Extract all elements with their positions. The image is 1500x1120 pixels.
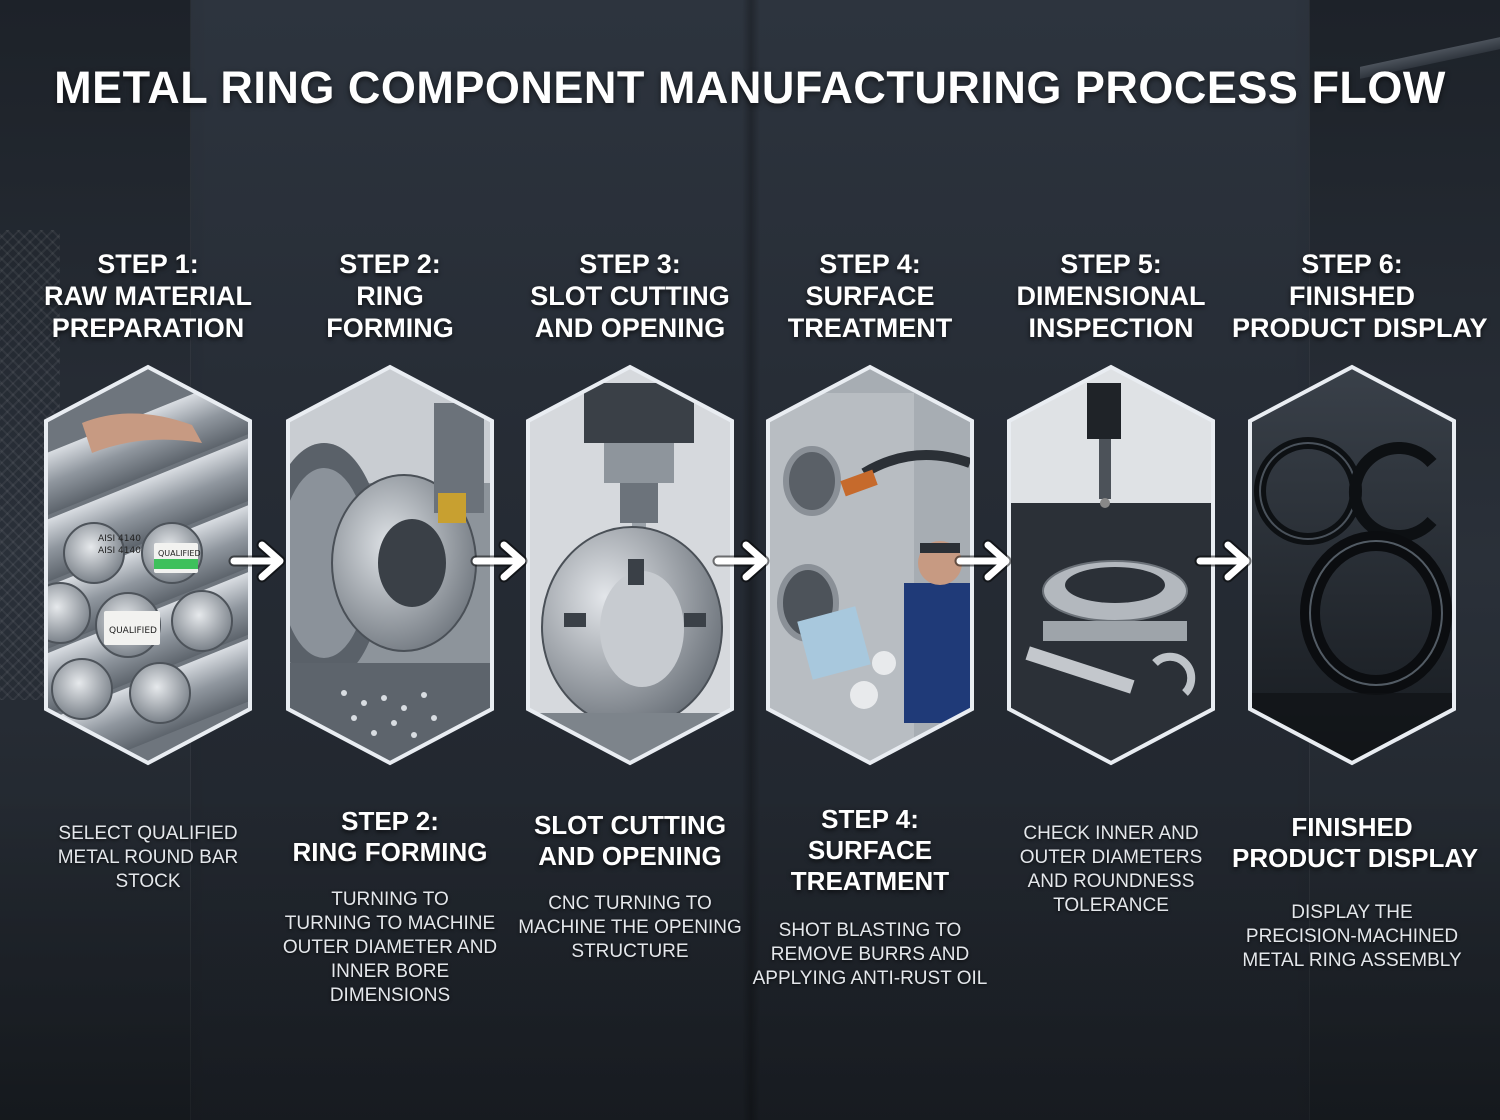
step-2-description: TURNING TO TURNING TO MACHINE OUTER DIAM… [282,889,498,1006]
arrow-right-icon [228,539,286,583]
step-6-title: STEP 6: FINISHED PRODUCT DISPLAY [1232,249,1488,343]
step-4-description: SHOT BLASTING TO REMOVE BURRS AND APPLYI… [752,920,988,989]
step-5-description: CHECK INNER AND OUTER DIAMETERS AND ROUN… [1019,823,1203,916]
step-1-hexagon-image: AISI 4140 AISI 4140 QUALIFIED QUALIFIED [42,363,254,767]
step-4-title: STEP 4: SURFACE TREATMENT [787,249,953,343]
background-floor [0,790,1500,1120]
step-6-hexagon-image [1246,363,1458,767]
step-3-hexagon-image [524,363,736,767]
step-1-description: SELECT QUALIFIED METAL ROUND BAR STOCK [57,823,239,892]
bar-label: AISI 4140 [98,534,141,544]
step-4-caption: STEP 4: SURFACE TREATMENT SHOT BLASTING … [750,804,990,991]
page-title: METAL RING COMPONENT MANUFACTURING PROCE… [54,62,1446,113]
step-6: STEP 6: FINISHED PRODUCT DISPLAY [1232,0,1488,1120]
qualified-tag: QUALIFIED [109,626,157,636]
step-5-caption: CHECK INNER AND OUTER DIAMETERS AND ROUN… [991,822,1231,918]
step-4-caption-heading: STEP 4: SURFACE TREATMENT [790,804,950,896]
step-2-caption: STEP 2: RING FORMING TURNING TO TURNING … [270,806,510,1008]
step-5: STEP 5: DIMENSIONAL INSPECTION [991,0,1231,1120]
arrow-right-icon [954,539,1012,583]
arrow-right-icon [1194,539,1252,583]
step-2: STEP 2: RING FORMING [270,0,510,1120]
step-3-caption: SLOT CUTTING AND OPENING CNC TURNING TO … [510,810,750,964]
step-4-hexagon-image [764,363,976,767]
step-2-hexagon-image [284,363,496,767]
step-6-caption: FINISHED PRODUCT DISPLAY DISPLAY THE PRE… [1232,812,1479,973]
step-5-title: STEP 5: DIMENSIONAL INSPECTION [1016,249,1206,343]
step-1: STEP 1: RAW MATERIAL PREPARATION [28,0,268,1120]
step-3: STEP 3: SLOT CUTTING AND OPENING [510,0,750,1120]
step-1-caption: SELECT QUALIFIED METAL ROUND BAR STOCK [28,822,268,894]
arrow-right-icon [470,539,528,583]
step-6-caption-heading: FINISHED PRODUCT DISPLAY [1232,812,1479,873]
step-1-title: STEP 1: RAW MATERIAL PREPARATION [44,249,252,343]
step-5-hexagon-image [1005,363,1217,767]
step-2-caption-heading: STEP 2: RING FORMING [292,806,488,867]
step-6-description: DISPLAY THE PRECISION-MACHINED METAL RIN… [1242,902,1462,971]
step-3-caption-heading: SLOT CUTTING AND OPENING [533,810,727,871]
bar-label: AISI 4140 [98,546,141,556]
step-3-description: CNC TURNING TO MACHINE THE OPENING STRUC… [518,893,742,962]
arrow-right-icon [712,539,770,583]
qualified-tag: QUALIFIED [158,549,201,558]
step-2-title: STEP 2: RING FORMING [326,249,454,343]
step-3-title: STEP 3: SLOT CUTTING AND OPENING [530,249,730,343]
step-4: STEP 4: SURFACE TREATMENT [750,0,990,1120]
